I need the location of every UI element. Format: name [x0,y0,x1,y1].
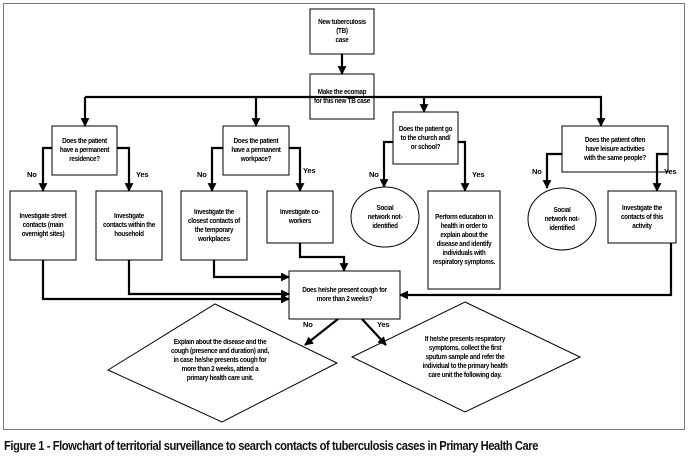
explain-text: Explain about the disease and the cough … [171,338,269,382]
activity-text: Investigate the contacts of this activit… [620,204,664,230]
label-no-cough: No [303,320,313,329]
education-text: Perform education in health in order to … [432,214,496,266]
label-yes-church: Yes [472,170,485,179]
q-residence-text: Does the patient have a permanent reside… [59,138,110,163]
figure-caption: Figure 1 - Flowchart of territorial surv… [4,438,539,453]
node-q-leisure [561,125,669,173]
node-activity [607,190,677,244]
node-coworkers [266,190,334,244]
household-text: Investigate contacts within the househol… [103,213,155,238]
label-no-leisure: No [532,167,542,176]
node-street [9,190,77,261]
label-yes-leisure: Yes [664,167,677,176]
ecomap-text: Make the ecomap for this new TB case [314,88,370,105]
node-education [427,190,501,290]
q-church-text: Does the patient go to the church and/ o… [398,125,453,151]
start-text: New tuberculosis (TB) case [318,19,366,44]
node-q-cough [288,270,401,320]
social2-text: Social network not- identified [544,206,580,232]
label-no-residence: No [27,170,37,179]
temporary-text: Investigate the closest contacts of the … [188,208,240,243]
node-refer [350,301,582,413]
refer-text: If he/she presents respiratory symptoms,… [422,335,508,379]
node-q-church [392,111,459,165]
node-temporary [180,190,248,261]
node-q-workplace [222,125,290,176]
street-text: Investigate street contacts (main overni… [19,213,67,238]
social1-text: Social network not- identified [367,204,403,230]
label-no-workplace: No [197,170,207,179]
label-no-church: No [369,170,379,179]
q-workplace-text: Does the patient have a permanent workpa… [231,138,281,163]
label-yes-cough: Yes [377,320,390,329]
node-social2 [527,187,597,251]
q-cough-text: Does he/she present cough for more than … [302,287,387,303]
node-explain [106,303,339,423]
q-leisure-text: Does the patient often have leisure acti… [584,136,646,162]
label-yes-workplace: Yes [303,166,316,175]
node-household [95,190,163,261]
figure-frame [3,3,685,430]
label-yes-residence: Yes [136,170,149,179]
coworkers-text: Investigate co- workers [279,209,321,225]
